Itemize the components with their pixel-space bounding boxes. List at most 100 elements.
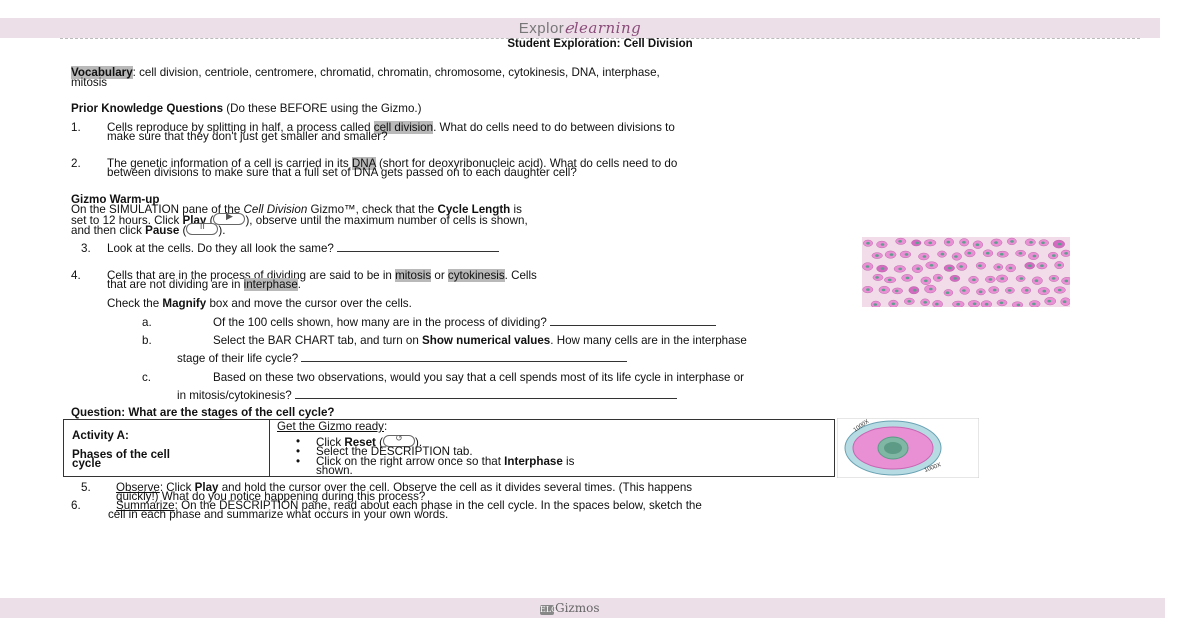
step6-text-cont: cell in each phase and summarize what oc… — [108, 508, 449, 521]
q4-highlight-cytokinesis: cytokinesis — [447, 269, 505, 282]
play-icon: ▶ — [213, 211, 246, 225]
cell-nucleus — [978, 290, 983, 294]
cell-nucleus — [959, 265, 963, 268]
q2-text: The genetic information of a cell is car… — [107, 157, 678, 170]
cell-nucleus — [975, 243, 980, 246]
bullet-right-arrow-cont: shown. — [316, 464, 353, 477]
prior-knowledge-heading: Prior Knowledge Questions (Do these BEFO… — [71, 102, 422, 115]
q2-text-cont: between divisions to make sure that a fu… — [107, 166, 577, 179]
cell-nucleus — [984, 302, 989, 306]
cell-cycle-question: Question: What are the stages of the cel… — [71, 406, 335, 419]
cell-nucleus — [1047, 299, 1051, 303]
logo-script-e: ℯ — [564, 19, 574, 37]
cell-nucleus — [1057, 263, 1062, 267]
step5-text: Observe: Click Play and hold the cursor … — [116, 481, 693, 494]
cell-nucleus — [988, 278, 993, 281]
activity-a-subtitle: Phases of the cell — [72, 448, 170, 461]
cell-nucleus — [1040, 264, 1044, 267]
q1-highlight: cell division — [373, 121, 434, 134]
q3-answer-blank[interactable] — [337, 242, 500, 252]
cell-nucleus — [999, 252, 1004, 256]
q4-number: 4. — [71, 269, 81, 282]
q2-highlight: DNA — [351, 157, 376, 170]
gizmos-logo: ELGGizmos — [540, 601, 600, 615]
cell-nucleus — [994, 241, 998, 244]
cell-nucleus — [875, 254, 879, 257]
cell-nucleus — [891, 302, 896, 306]
q4-text-cont: that are not dividing are in interphase. — [107, 278, 302, 291]
cell-nucleus — [967, 251, 971, 255]
vocabulary-terms: : cell division, centriole, centromere, … — [132, 66, 660, 79]
cell-nucleus — [912, 288, 917, 292]
vocabulary-label: Vocabulary — [71, 66, 133, 79]
cell-nucleus — [866, 288, 870, 291]
sub-c-label: c. — [142, 371, 152, 384]
cell-nucleus — [972, 278, 976, 282]
cell-nucleus — [866, 241, 870, 245]
logo-part2: learning — [573, 19, 642, 37]
q4-highlight-mitosis: mitosis — [395, 269, 432, 282]
page-title: Student Exploration: Cell Division — [507, 38, 693, 50]
q3-text: Look at the cells. Do they all look the … — [107, 242, 500, 255]
sub-a-answer-blank[interactable] — [550, 316, 717, 326]
cell-nucleus — [992, 288, 997, 292]
cell-nucleus — [889, 253, 894, 256]
interphase-cell-image: 1000X 1000X — [837, 418, 979, 478]
q1-number: 1. — [71, 121, 81, 134]
cell-nucleus — [1034, 279, 1039, 282]
cell-nucleus — [1000, 277, 1004, 280]
sub-c-text: Based on these two observations, would y… — [213, 371, 745, 384]
sub-b-label: b. — [142, 334, 152, 347]
warmup-heading: Gizmo Warm-up — [71, 193, 160, 206]
q3-number: 3. — [81, 242, 91, 255]
cell-nucleus — [956, 302, 960, 306]
cell-nucleus — [880, 243, 885, 246]
cell-nucleus — [978, 264, 982, 267]
cell-nucleus — [935, 302, 939, 306]
header-band — [0, 18, 1160, 38]
cell-nucleus — [972, 302, 977, 306]
cell-nucleus — [1051, 277, 1056, 280]
get-gizmo-ready: Get the Gizmo ready: — [277, 420, 388, 433]
cell-nucleus — [947, 266, 952, 270]
step5-number: 5. — [81, 481, 91, 494]
cell-nucleus — [898, 240, 902, 243]
q1-text-cont: make sure that they don't just get small… — [107, 130, 388, 143]
pause-icon: II — [186, 221, 219, 235]
activity-a-label-cell: Activity A: Phases of the cell cycle — [64, 420, 270, 476]
cell-nucleus — [928, 241, 932, 245]
cell-nucleus — [894, 289, 899, 293]
cell-nucleus — [1008, 266, 1013, 270]
cell-nucleus — [1052, 254, 1056, 257]
cell-nucleus — [907, 300, 911, 303]
cell-nucleus — [924, 279, 928, 283]
q2-number: 2. — [71, 157, 81, 170]
cell-nucleus — [916, 267, 920, 270]
bullet-right-arrow: Click on the right arrow once so that In… — [296, 455, 574, 468]
cell-nucleus — [996, 265, 1001, 269]
cell-nucleus — [999, 301, 1004, 305]
cell-nucleus — [985, 251, 990, 255]
footer-band — [0, 598, 1165, 618]
activity-a-title: Activity A: — [72, 429, 129, 442]
sub-c-answer-blank[interactable] — [294, 389, 677, 399]
cell-nucleus — [945, 291, 950, 294]
cell-nucleus — [1064, 252, 1068, 255]
cell-nucleus — [1029, 241, 1033, 244]
sub-b-answer-blank[interactable] — [301, 352, 628, 362]
cell-nucleus — [1007, 289, 1012, 292]
sub-a-text: Of the 100 cells shown, how many are in … — [213, 316, 717, 329]
cell-nucleus — [929, 287, 933, 291]
cell-nucleus — [940, 252, 945, 256]
cell-nucleus — [1010, 240, 1014, 243]
cell-nucleus — [1041, 241, 1045, 245]
cell-nucleus — [962, 241, 966, 244]
cell-nucleus — [904, 253, 909, 256]
cell-nucleus — [962, 289, 966, 292]
magnification-label-bottom: 1000X — [924, 462, 942, 474]
activity-a-instructions-cell: Get the Gizmo ready: Click Reset (↺). Se… — [270, 420, 834, 477]
cell-nucleus — [1032, 254, 1037, 258]
warmup-line3: and then click Pause (II). — [71, 221, 226, 237]
cell-nucleus — [1062, 300, 1067, 303]
cell-nucleus — [881, 288, 886, 292]
